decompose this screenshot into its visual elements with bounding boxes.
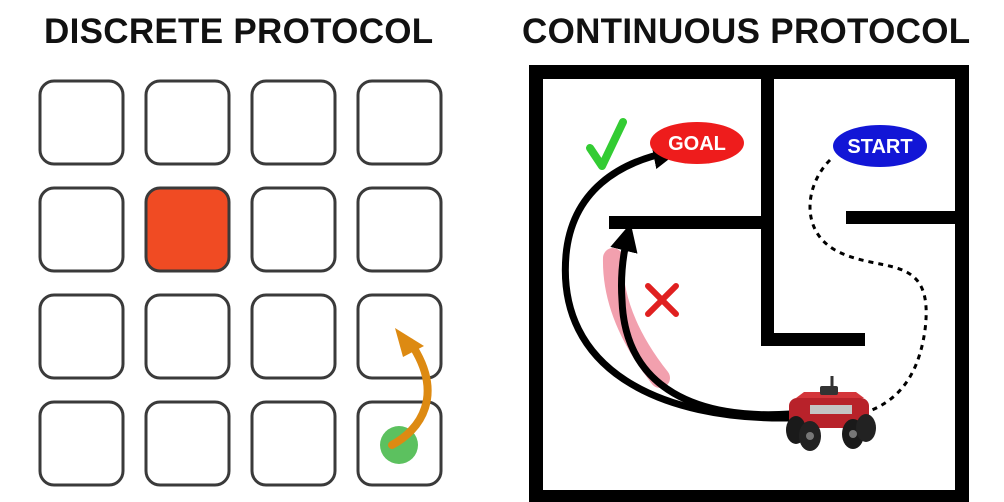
robot-icon bbox=[786, 376, 876, 451]
maze-inner-wall-vertical bbox=[761, 218, 774, 346]
grid-cell bbox=[250, 186, 337, 273]
goal-label: GOAL bbox=[668, 133, 726, 155]
maze-outer-wall bbox=[529, 65, 969, 502]
start-path-dashed bbox=[808, 158, 928, 412]
grid-cell bbox=[144, 79, 231, 166]
move-arrowhead bbox=[395, 328, 424, 357]
continuous-protocol-title: CONTINUOUS PROTOCOL bbox=[522, 12, 971, 51]
start-marker bbox=[833, 125, 927, 167]
maze-inner-wall-bottom bbox=[761, 333, 865, 346]
grid-cell bbox=[38, 293, 125, 380]
maze-walls bbox=[529, 65, 969, 502]
grid-cell bbox=[250, 293, 337, 380]
grid-cell bbox=[144, 293, 231, 380]
success-check-icon bbox=[586, 118, 627, 170]
grid-cell-highlighted bbox=[144, 186, 231, 273]
grid-cell bbox=[38, 186, 125, 273]
start-label: START bbox=[847, 136, 912, 158]
maze-divider-wall bbox=[761, 77, 774, 225]
maze-inner-wall-right bbox=[846, 211, 956, 224]
goal-marker bbox=[650, 122, 744, 164]
grid-cell bbox=[144, 400, 231, 487]
grid-cell bbox=[356, 186, 443, 273]
successful-trajectory bbox=[561, 141, 791, 422]
grid-cell bbox=[38, 79, 125, 166]
grid-cell bbox=[250, 79, 337, 166]
grid-cell bbox=[356, 79, 443, 166]
move-arrow bbox=[388, 338, 432, 449]
grid-cell bbox=[38, 400, 125, 487]
discrete-grid bbox=[38, 79, 443, 487]
grid-cell bbox=[250, 400, 337, 487]
maze-inner-wall-left bbox=[609, 216, 767, 229]
discrete-protocol-title: DISCRETE PROTOCOL bbox=[44, 12, 434, 51]
failure-cross-icon bbox=[645, 283, 679, 317]
